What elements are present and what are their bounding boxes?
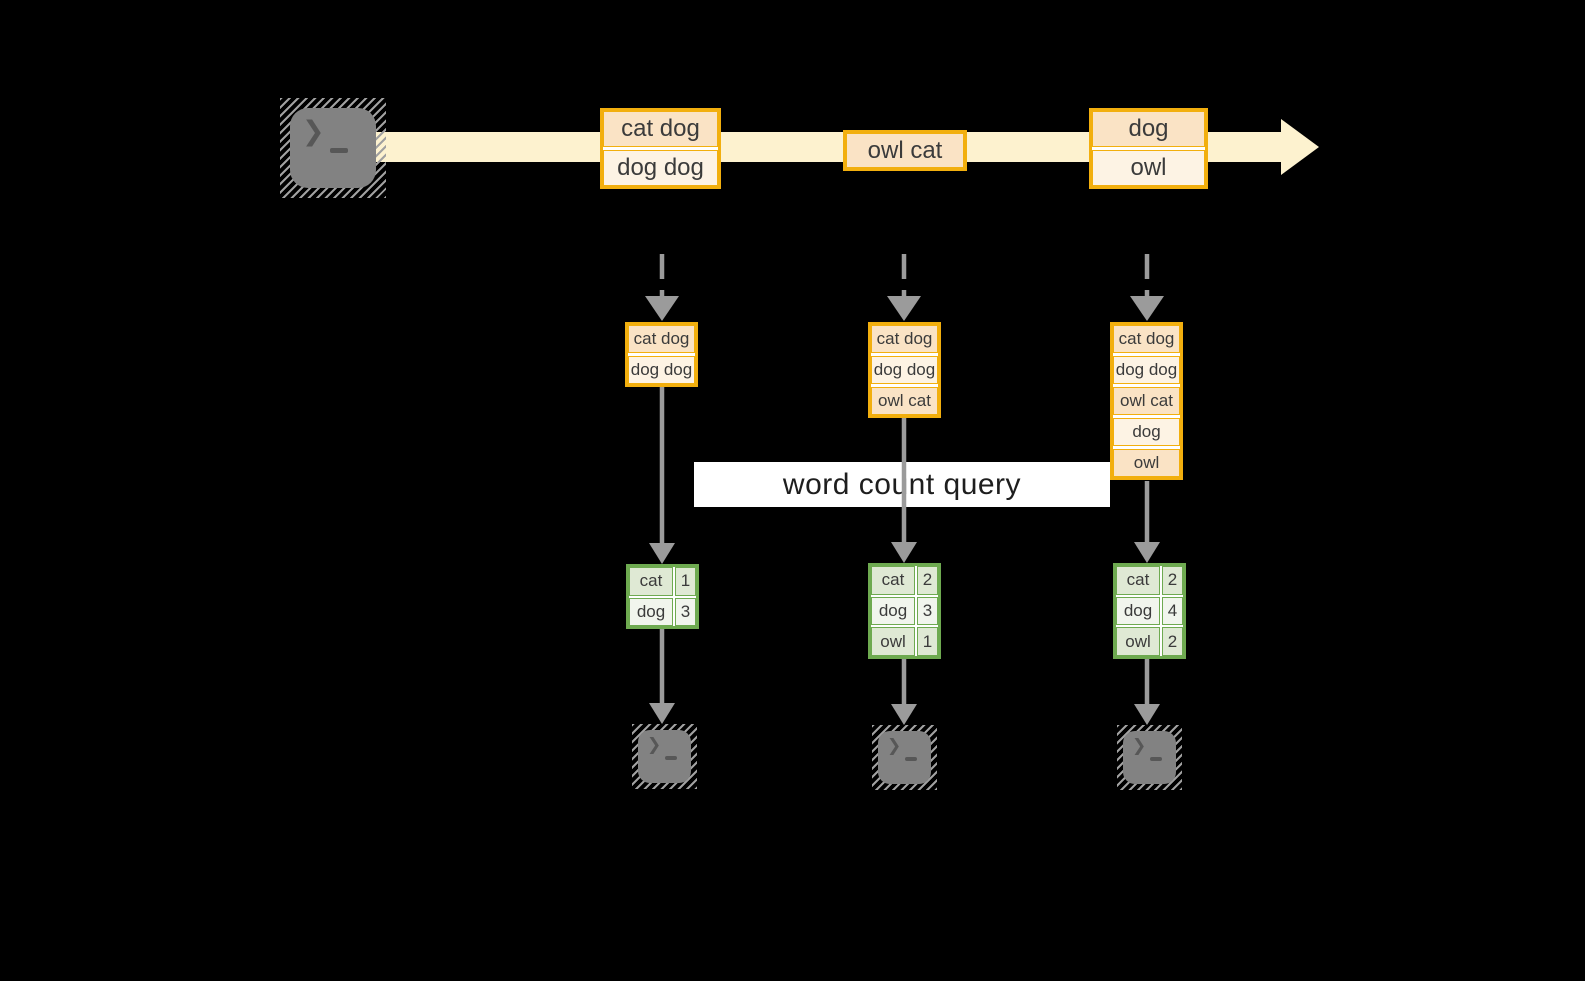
count-value: 4 <box>1162 596 1183 626</box>
buffer-row: dog <box>1113 418 1180 446</box>
output-arrow-1 <box>649 629 675 724</box>
count-row: owl 2 <box>1116 627 1183 657</box>
count-value: 2 <box>917 566 938 595</box>
stream-event-line: owl cat <box>846 133 964 168</box>
ingest-arrow-1 <box>645 254 679 321</box>
output-arrow-2 <box>891 659 917 725</box>
buffer-row: dog dog <box>871 356 938 384</box>
count-value: 2 <box>1162 566 1183 595</box>
stream-arrowhead-icon <box>1281 119 1319 175</box>
count-row: dog 3 <box>871 596 938 626</box>
prompt-underscore-icon <box>905 757 917 761</box>
buffer-stack-2: cat dog dog dog owl cat <box>868 322 941 418</box>
count-row: cat 1 <box>629 567 696 596</box>
count-word: dog <box>629 597 673 626</box>
source-terminal-icon: ❯ <box>280 98 386 198</box>
count-value: 1 <box>917 627 938 657</box>
stream-event-1: cat dog dog dog <box>600 108 721 189</box>
count-value: 3 <box>917 596 938 626</box>
output-arrow-3 <box>1134 659 1160 725</box>
buffer-row: owl <box>1113 449 1180 477</box>
query-label-box: word count query <box>694 462 1110 507</box>
terminal-body: ❯ <box>878 731 931 784</box>
prompt-chevron-icon: ❯ <box>1132 736 1147 756</box>
prompt-chevron-icon: ❯ <box>647 735 662 755</box>
query-arrow-3 <box>1134 481 1160 563</box>
buffer-row: dog dog <box>628 356 695 384</box>
query-arrow-1 <box>649 387 675 564</box>
buffer-row: dog dog <box>1113 356 1180 384</box>
ingest-arrow-2 <box>887 254 921 321</box>
output-terminal-icon-1: ❯ <box>632 724 697 789</box>
stream-event-3: dog owl <box>1089 108 1208 189</box>
count-word: dog <box>1116 596 1160 626</box>
count-row: cat 2 <box>1116 566 1183 595</box>
count-row: dog 3 <box>629 597 696 626</box>
count-word: owl <box>1116 627 1160 657</box>
count-word: cat <box>871 566 915 595</box>
stream-event-2: owl cat <box>843 130 967 171</box>
count-value: 3 <box>675 597 696 626</box>
prompt-chevron-icon: ❯ <box>302 116 325 147</box>
terminal-body: ❯ <box>638 730 691 783</box>
count-row: owl 1 <box>871 627 938 657</box>
terminal-body: ❯ <box>290 108 376 188</box>
stream-event-line: cat dog <box>603 111 718 147</box>
ingest-arrow-3 <box>1130 254 1164 321</box>
output-terminal-icon-2: ❯ <box>872 725 937 790</box>
count-table-3: cat 2 dog 4 owl 2 <box>1113 563 1186 659</box>
prompt-underscore-icon <box>330 148 348 153</box>
count-table-2: cat 2 dog 3 owl 1 <box>868 563 941 659</box>
count-row: dog 4 <box>1116 596 1183 626</box>
buffer-row: cat dog <box>871 325 938 353</box>
buffer-row: cat dog <box>1113 325 1180 353</box>
buffer-stack-3: cat dog dog dog owl cat dog owl <box>1110 322 1183 480</box>
query-label: word count query <box>782 467 1022 501</box>
prompt-chevron-icon: ❯ <box>887 736 902 756</box>
count-value: 1 <box>675 567 696 596</box>
stream-event-line: owl <box>1092 150 1205 186</box>
count-value: 2 <box>1162 627 1183 657</box>
count-word: cat <box>629 567 673 596</box>
stream-event-line: dog dog <box>603 150 718 186</box>
count-table-1: cat 1 dog 3 <box>626 564 699 629</box>
count-word: cat <box>1116 566 1160 595</box>
output-terminal-icon-3: ❯ <box>1117 725 1182 790</box>
count-row: cat 2 <box>871 566 938 595</box>
count-word: dog <box>871 596 915 626</box>
buffer-row: owl cat <box>871 387 938 415</box>
count-word: owl <box>871 627 915 657</box>
terminal-body: ❯ <box>1123 731 1176 784</box>
buffer-row: cat dog <box>628 325 695 353</box>
buffer-row: owl cat <box>1113 387 1180 415</box>
buffer-stack-1: cat dog dog dog <box>625 322 698 387</box>
prompt-underscore-icon <box>1150 757 1162 761</box>
stream-event-line: dog <box>1092 111 1205 147</box>
prompt-underscore-icon <box>665 756 677 760</box>
